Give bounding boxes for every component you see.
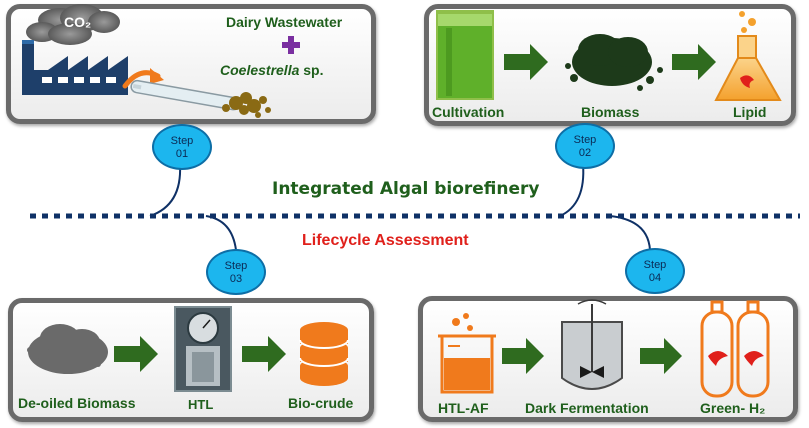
factory-icon: [22, 40, 128, 95]
arrow-icon: [640, 338, 682, 374]
smoke-cloud-icon: [26, 4, 120, 45]
arrow-icon: [504, 44, 548, 80]
step-bubble-04: Step 04: [625, 248, 685, 294]
bio-crude-label: Bio-crude: [288, 395, 354, 411]
connector-curve: [609, 215, 651, 251]
database-icon: [299, 322, 349, 386]
step-bubble-02: Step 02: [555, 123, 615, 169]
arrow-icon: [672, 44, 716, 80]
beaker-icon: [438, 313, 496, 394]
arrow-icon: [114, 336, 158, 372]
step-bubble-01: Step 01: [152, 124, 212, 170]
step-number: 02: [578, 147, 592, 159]
cultivation-photo: [436, 10, 494, 100]
connector-curve: [559, 163, 585, 217]
co2-label: CO₂: [64, 14, 92, 30]
lipid-label: Lipid: [733, 104, 767, 120]
connector-curve: [205, 215, 237, 251]
step-number: 04: [648, 272, 662, 284]
step-number: 03: [229, 273, 243, 285]
fermenter-icon: [561, 299, 623, 390]
htl-reactor-photo: [174, 306, 232, 392]
species-suffix: sp.: [299, 62, 324, 78]
step-word: Step: [573, 134, 597, 146]
biomass-pile-icon: [565, 34, 663, 91]
htl-label: HTL: [188, 397, 214, 412]
flask-icon: [714, 11, 782, 101]
dark-fermentation-label: Dark Fermentation: [525, 400, 649, 416]
species-name: Coelestrella: [220, 62, 300, 78]
arrow-icon: [242, 336, 286, 372]
step-number: 01: [175, 148, 189, 160]
step-word: Step: [643, 259, 667, 271]
arrow-icon: [502, 338, 544, 374]
step-bubble-03: Step 03: [206, 249, 266, 295]
green-h2-label: Green- H₂: [700, 400, 766, 416]
dairy-wastewater-label: Dairy Wastewater: [226, 14, 343, 30]
gas-cylinder-icon: [700, 300, 770, 398]
lifecycle-assessment-title: Lifecycle Assessment: [302, 232, 469, 249]
step-word: Step: [170, 135, 194, 147]
htl-af-label: HTL-AF: [438, 400, 489, 416]
plus-icon: [282, 36, 300, 54]
deoiled-biomass-label: De-oiled Biomass: [18, 395, 136, 411]
cultivation-label: Cultivation: [432, 104, 505, 120]
algae-clump-icon: [222, 92, 271, 118]
integrated-biorefinery-title: Integrated Algal biorefinery: [272, 179, 540, 199]
connector-curve: [149, 164, 182, 217]
step-word: Step: [224, 260, 248, 272]
species-label: Coelestrella sp.: [220, 62, 324, 78]
biomass-label: Biomass: [581, 104, 640, 120]
deoiled-biomass-icon: [27, 324, 108, 374]
